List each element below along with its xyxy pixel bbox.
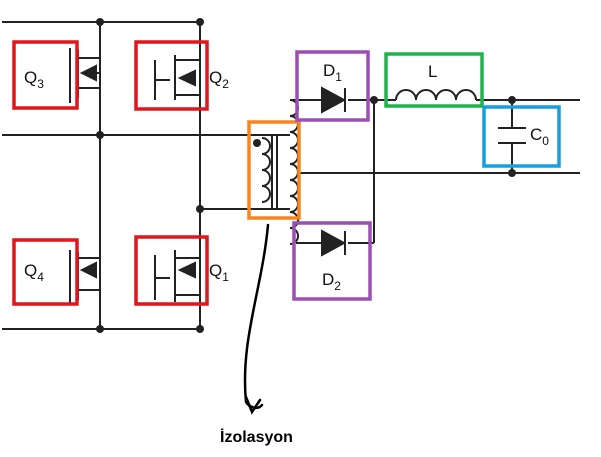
- box-d2: [292, 221, 372, 301]
- diode-d1: [321, 86, 347, 114]
- mosfet-q3: [69, 40, 101, 110]
- box-inductor: [384, 52, 484, 108]
- isolation-label: İzolasyon: [220, 428, 293, 446]
- mosfet-q1: [154, 245, 201, 310]
- box-q2: [134, 40, 209, 111]
- box-q1: [134, 235, 209, 306]
- mosfet-q4: [69, 240, 101, 310]
- mosfet-q2: [154, 45, 201, 105]
- junction-dots: [96, 18, 516, 333]
- inductor: [388, 89, 477, 101]
- label-capacitor: C0: [530, 125, 549, 148]
- wiring: [2, 21, 580, 330]
- box-transformer: [247, 120, 301, 220]
- diode-d2: [321, 229, 347, 257]
- highlight-boxes: [12, 40, 561, 306]
- label-q4: Q4: [24, 261, 44, 284]
- label-inductor: L: [428, 62, 437, 81]
- label-q1: Q1: [209, 261, 229, 284]
- box-q4: [12, 238, 79, 306]
- box-capacitor: [482, 105, 561, 168]
- box-q3: [12, 40, 79, 110]
- label-d2: D2: [322, 270, 341, 293]
- isolation-arrow: [243, 223, 270, 415]
- label-d1: D1: [323, 61, 342, 84]
- label-q3: Q3: [24, 68, 44, 91]
- box-d1: [295, 50, 370, 122]
- label-q2: Q2: [209, 68, 229, 91]
